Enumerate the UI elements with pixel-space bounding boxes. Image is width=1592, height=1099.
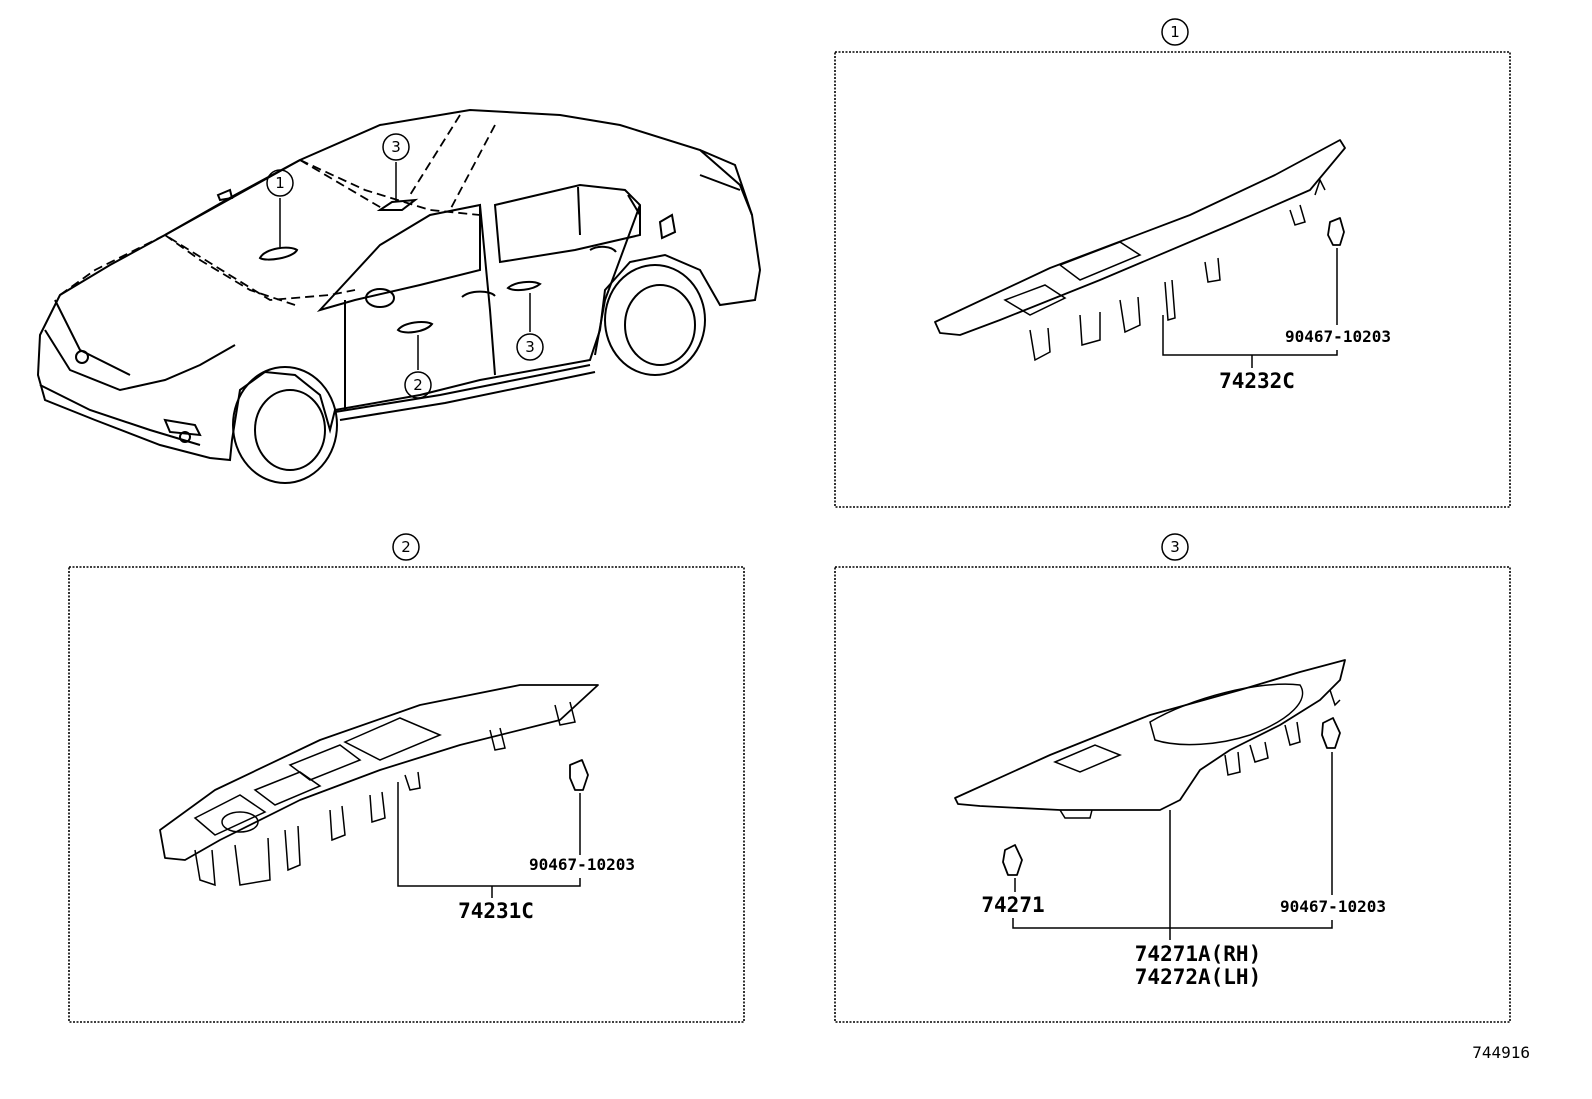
panel-3-clip-right-label: 90467-10203 xyxy=(1280,897,1386,916)
panel-1-clip-label: 90467-10203 xyxy=(1285,327,1391,346)
panel-2-title: 2 xyxy=(401,538,411,556)
panel-2-frame xyxy=(68,566,745,1023)
panel-2-clip-label: 90467-10203 xyxy=(529,855,635,874)
panel-1-frame xyxy=(834,51,1511,508)
panel-3-title: 3 xyxy=(1170,538,1180,556)
clip-90467-10203-p2 xyxy=(569,759,589,791)
panel-3-clip-left-label: 74271 xyxy=(981,893,1044,917)
clip-74271 xyxy=(1002,844,1023,876)
clip-90467-10203-p1 xyxy=(1327,217,1345,246)
switch-base-74232c xyxy=(934,139,1346,362)
figure-id: 744916 xyxy=(1472,1043,1530,1062)
switch-base-74271a xyxy=(954,659,1346,819)
clip-90467-10203-p3 xyxy=(1321,717,1341,749)
panel-3-frame xyxy=(834,566,1511,1023)
car-callout-3-door: 3 xyxy=(525,338,535,356)
switch-base-74231c xyxy=(159,684,599,887)
panel-1-title: 1 xyxy=(1170,23,1180,41)
panel-1-main-label: 74232C xyxy=(1219,369,1295,393)
panel-2: 2 90467-10203 74231C xyxy=(68,533,745,1023)
panel-2-main-label: 74231C xyxy=(458,899,534,923)
car-callout-3-top: 3 xyxy=(391,138,401,156)
car-callout-2: 2 xyxy=(413,376,423,394)
car-overview: 1 3 2 3 xyxy=(36,108,762,484)
car-callout-1: 1 xyxy=(275,174,285,192)
panel-3-main-lh-label: 74272A(LH) xyxy=(1135,965,1261,989)
panel-1: 1 90467-10203 74232C xyxy=(834,18,1511,508)
panel-3-main-rh-label: 74271A(RH) xyxy=(1135,942,1261,966)
panel-3: 3 74271 90467-10203 74271A(RH) 74272A(LH… xyxy=(834,533,1511,1023)
